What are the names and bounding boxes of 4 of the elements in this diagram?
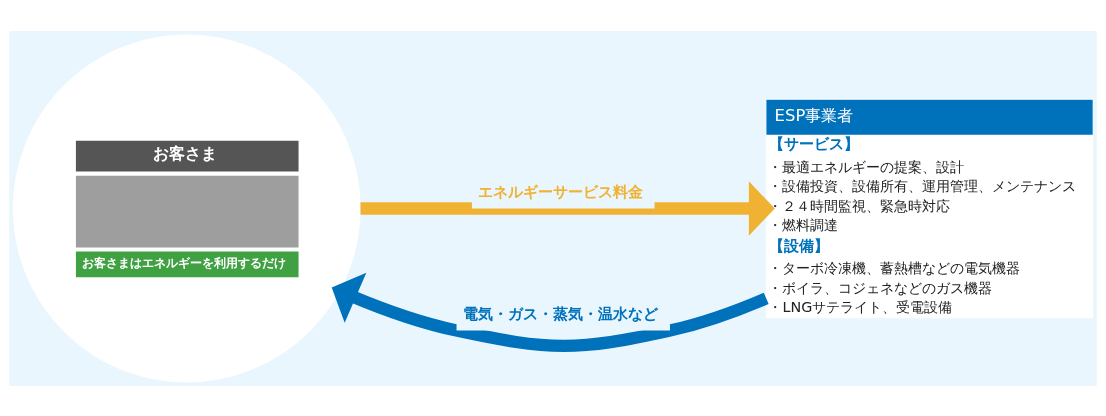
edge-label: エネルギーサービス料金 — [478, 182, 644, 201]
edge-label: 電気・ガス・蒸気・温水など — [462, 304, 658, 323]
arrow — [331, 272, 769, 352]
node-circle: お客さま お客さまはエネルギーを利用するだけ — [12, 34, 361, 382]
